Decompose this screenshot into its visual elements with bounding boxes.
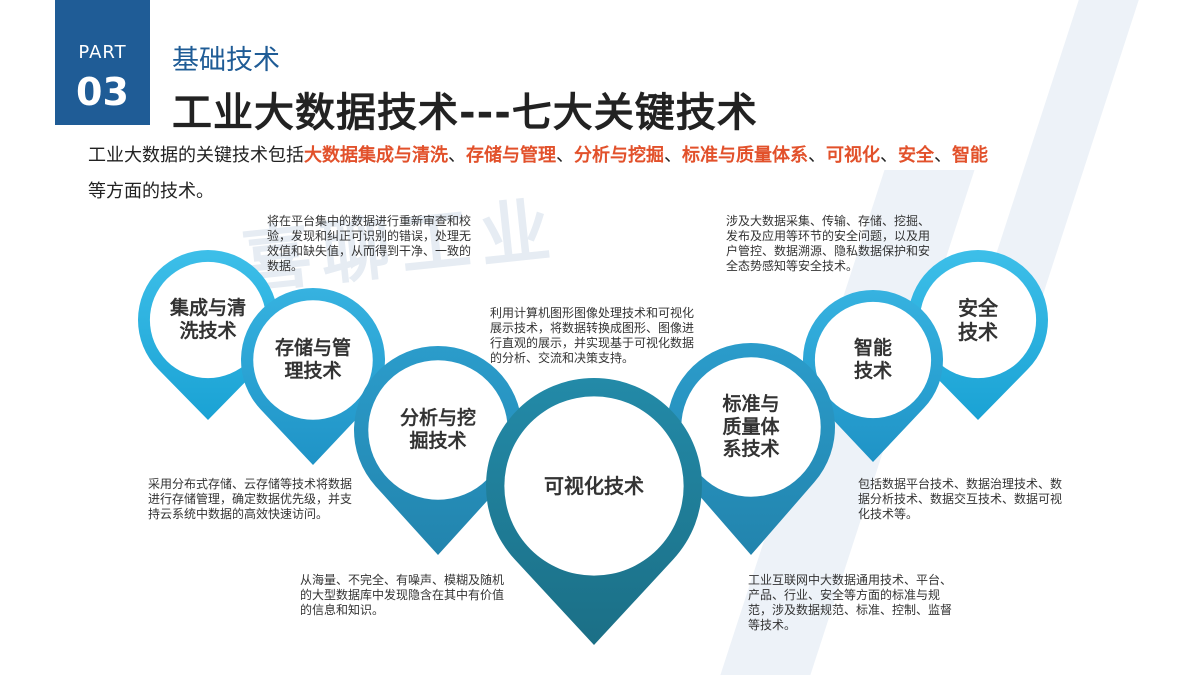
pin-analysis: 分析与挖掘技术: [354, 346, 522, 555]
page-title: 工业大数据技术---七大关键技术: [172, 90, 758, 136]
section-subtitle: 基础技术: [172, 45, 280, 76]
pin-storage: 存储与管理技术: [241, 288, 385, 465]
pin-analysis-shape: [354, 346, 522, 555]
pin-inner-circle: [504, 396, 684, 576]
pin-inner-circle: [149, 261, 267, 379]
pin-standard-shape: [667, 343, 835, 555]
pin-visualization-shape: [486, 378, 702, 645]
intro-highlight: 存储与管理: [466, 145, 556, 166]
intro-separator: 、: [664, 145, 682, 166]
pin-standard-label: 标准与质量体系技术: [722, 392, 780, 461]
intro-highlight: 智能: [952, 145, 988, 166]
description-security: 涉及大数据采集、传输、存储、挖掘、发布及应用等环节的安全问题，以及用户管控、数据…: [726, 214, 931, 273]
pin-security: 安全技术: [908, 250, 1048, 420]
pin-storage-label: 存储与管理技术: [274, 337, 351, 382]
intro-separator: 、: [880, 145, 898, 166]
description-standard: 工业互联网中大数据通用技术、平台、产品、行业、安全等方面的标准与规范，涉及数据规…: [748, 573, 953, 632]
pin-analysis-label: 分析与挖掘技术: [399, 407, 476, 452]
pin-security-shape: [908, 250, 1048, 420]
pin-integration-label: 集成与清洗技术: [169, 297, 246, 342]
pin-intelligence-label: 智能技术: [853, 337, 892, 382]
pin-security-label: 安全技术: [958, 296, 998, 344]
intro-separator: 、: [556, 145, 574, 166]
description-visualization: 利用计算机图形图像处理技术和可视化展示技术，将数据转换成图形、图像进行直观的展示…: [490, 306, 695, 365]
intro-highlight: 分析与挖掘: [574, 145, 664, 166]
intro-prefix: 工业大数据的关键技术包括: [88, 145, 304, 166]
intro-separator: 、: [808, 145, 826, 166]
pin-visualization: 可视化技术: [486, 378, 702, 645]
pin-inner-circle: [681, 357, 821, 497]
description-analysis: 从海量、不完全、有噪声、模糊及随机的大型数据库中发现隐含在其中有价值的信息和知识…: [300, 573, 505, 617]
intro-separator: 、: [934, 145, 952, 166]
pin-intelligence-shape: [803, 290, 943, 462]
pin-visualization-label: 可视化技术: [544, 473, 644, 498]
description-storage: 采用分布式存储、云存储等技术将数据进行存储管理，确定数据优先级，并支持云系统中数…: [148, 477, 353, 521]
pin-standard: 标准与质量体系技术: [667, 343, 835, 555]
part-badge: PART 03: [55, 0, 150, 125]
pin-integration-shape: [138, 250, 278, 420]
intro-suffix: 等方面的技术。: [88, 181, 214, 202]
intro-highlight: 安全: [898, 145, 934, 166]
part-label: PART: [78, 42, 127, 63]
description-integration: 将在平台集中的数据进行重新审查和校验，发现和纠正可识别的错误，处理无效值和缺失值…: [267, 214, 472, 273]
pin-inner-circle: [368, 360, 508, 500]
pin-integration: 集成与清洗技术: [138, 250, 278, 420]
intro-paragraph: 工业大数据的关键技术包括大数据集成与清洗、存储与管理、分析与挖掘、标准与质量体系…: [88, 138, 1103, 210]
pin-inner-circle: [919, 261, 1037, 379]
part-number: 03: [76, 70, 129, 114]
pin-inner-circle: [253, 300, 373, 420]
intro-highlight: 可视化: [826, 145, 880, 166]
intro-highlight: 大数据集成与清洗: [304, 145, 448, 166]
pin-inner-circle: [814, 301, 932, 419]
intro-separator: 、: [448, 145, 466, 166]
description-intelligence: 包括数据平台技术、数据治理技术、数据分析技术、数据交互技术、数据可视化技术等。: [858, 477, 1063, 521]
pin-storage-shape: [241, 288, 385, 465]
intro-highlight: 标准与质量体系: [682, 145, 808, 166]
pin-intelligence: 智能技术: [803, 290, 943, 462]
